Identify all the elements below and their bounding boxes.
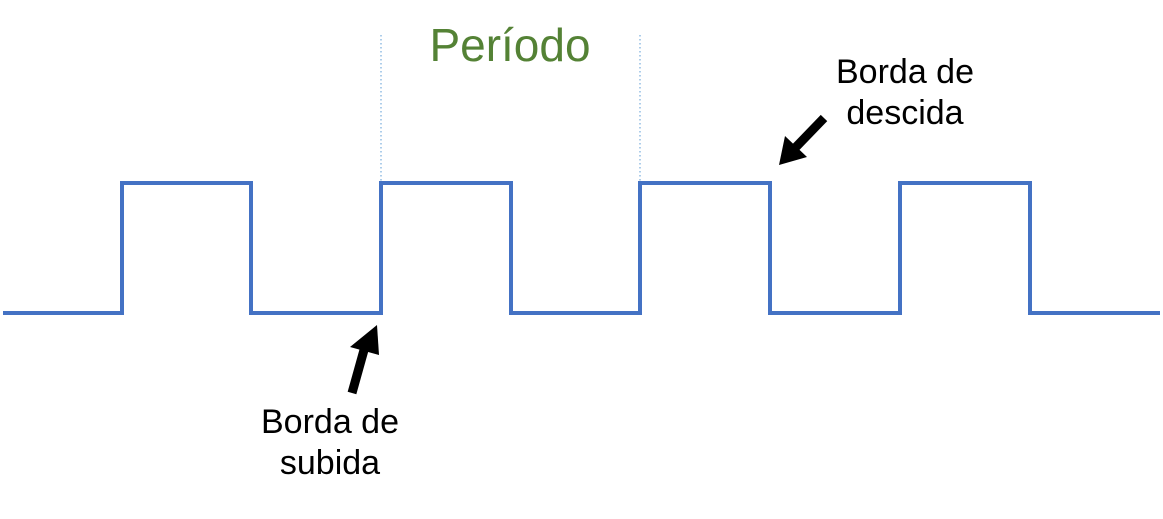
falling-edge-label: Borda de descida	[790, 52, 1020, 134]
rising-edge-arrow	[347, 325, 379, 395]
rising-edge-label-line1: Borda de	[261, 403, 399, 441]
falling-edge-arrow	[779, 114, 828, 165]
rising-edge-label-line2: subida	[279, 443, 381, 482]
falling-edge-label-line2: descida	[846, 93, 964, 132]
rising-edge-label: Borda de subida	[215, 402, 445, 484]
falling-edge-label-line1: Borda de	[836, 53, 974, 91]
period-label: Período	[429, 19, 591, 71]
square-wave-signal	[3, 181, 1160, 315]
